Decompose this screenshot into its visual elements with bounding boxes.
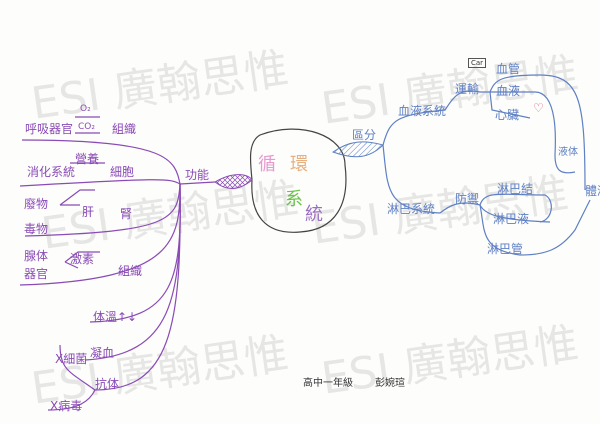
- lymph-fluid: 淋巴液: [493, 212, 530, 226]
- waste-label: 廢物: [24, 197, 49, 211]
- center-char: 循: [258, 154, 276, 175]
- temperature-label: 体溫↑↓: [93, 310, 138, 324]
- antibody-label: 抗体: [95, 377, 120, 391]
- center-node-outline: [249, 128, 347, 233]
- hormone-label: 激素: [70, 252, 95, 266]
- tissue-label: 組織: [112, 122, 137, 136]
- blood-label: 血液: [496, 84, 521, 98]
- left-connector: [214, 174, 253, 189]
- author-name: 彭婉瑄: [375, 378, 405, 389]
- heart-icon: ♡: [533, 101, 544, 115]
- heart-label: 心臟: [495, 108, 520, 122]
- kidney-label: 腎: [120, 207, 133, 221]
- cell-label: 細胞: [110, 165, 135, 179]
- body-fluid-label: 液体: [558, 147, 578, 158]
- car-icon: Car: [468, 58, 487, 68]
- function-label: 功能: [185, 168, 210, 182]
- liver-label: 肝: [82, 205, 95, 219]
- center-char: 系: [285, 189, 303, 210]
- bacteria-label: X細菌: [55, 352, 88, 366]
- lymph-node: 淋巴結: [497, 182, 534, 196]
- defense-label: 防禦: [455, 192, 480, 206]
- respiratory-organ: 呼吸器官: [25, 122, 74, 136]
- clotting-label: 凝血: [90, 346, 115, 360]
- transport-label: 運輸: [455, 82, 480, 96]
- right-connector: [331, 141, 384, 158]
- o2-label: O₂: [80, 104, 91, 114]
- vessel-label: 血管: [496, 62, 521, 76]
- co2-label: CO₂: [78, 122, 95, 132]
- digestive-organ: 消化系統: [27, 165, 76, 179]
- tissue-label-2: 組織: [118, 264, 143, 278]
- toxin-label: 毒物: [24, 222, 49, 236]
- center-char: 統: [305, 204, 323, 225]
- virus-label: X病毒: [50, 399, 83, 413]
- division-label: 區分: [352, 128, 377, 142]
- gland-organ: 腺体器官: [24, 249, 49, 281]
- grade-label: 高中一年級: [303, 378, 353, 389]
- lymph-vessel: 淋巴管: [487, 242, 524, 256]
- edge-label: 體液: [585, 184, 600, 198]
- nutrient-label: 營養: [75, 152, 100, 166]
- center-char: 環: [290, 154, 308, 175]
- blood-system: 血液系統: [398, 104, 447, 118]
- lymph-system: 淋巴系統: [387, 202, 436, 216]
